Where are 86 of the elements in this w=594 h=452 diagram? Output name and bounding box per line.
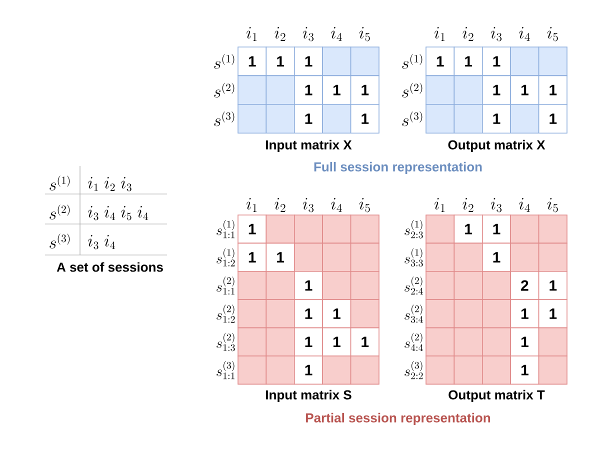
row-header: $s^{(3)}_{2:2}$ [404,361,423,380]
column-header: $i_{2}$ [274,198,286,212]
matrix-cell: 1 [350,327,380,356]
column-header: $i_{2}$ [462,27,474,41]
column-header: $i_{1}$ [246,198,257,212]
column-header: $i_{4}$ [519,198,530,212]
column-header: $i_{3}$ [302,27,314,42]
matrix-cell: 1 [482,214,511,244]
table-caption: A set of sessions [56,262,163,272]
matrix-cell: 1 [538,299,568,328]
column-header: $i_{2}$ [274,27,286,41]
row-header: $s^{(1)}_{1:2}$ [216,248,235,266]
row-header: $s^{(1)}_{1:1}$ [216,220,234,238]
column-header: $i_{5}$ [359,198,370,212]
item-sequence: $i_{1}\;i_{2}\;i_{3}$ [88,177,132,192]
row-header: $s^{(2)}_{3:4}$ [404,304,423,323]
matrix-cell: 1 [538,104,568,134]
matrix-cell: 1 [238,242,267,272]
matrix-cell: 1 [266,46,295,76]
column-header: $i_{1}$ [434,198,445,212]
matrix-caption: Input matrix $\mathbf{X}$ [266,140,352,152]
session-label: $s^{(1)}$ [50,176,70,190]
matrix-cell: 1 [482,46,511,76]
item-sequence: $i_{3}\;i_{4}\;i_{5}\;i_{4}$ [88,206,148,220]
matrix-cell: 1 [266,242,295,272]
matrix-cell: 1 [294,299,323,328]
section-title: Full session representation [314,162,482,174]
matrix-cell: 1 [538,75,568,105]
matrix-cell: 1 [350,75,380,105]
matrix-cell: 1 [238,46,267,76]
matrix-caption: Output matrix $\mathbf{T}$ [448,390,545,402]
matrix-cell: 1 [482,242,511,272]
row-header: $s^{(1)}$ [214,54,234,69]
column-header: $i_{5}$ [359,27,370,42]
session-label: $s^{(2)}$ [50,204,70,220]
matrix-cell: 2 [510,271,540,300]
column-header: $i_{1}$ [434,27,445,41]
matrix-cell: 1 [294,327,323,356]
row-header: $s^{(2)}_{1:3}$ [216,332,235,352]
matrix-cell: 1 [426,46,455,76]
matrix-cell: 1 [350,104,380,134]
column-header: $i_{2}$ [462,198,474,212]
matrix-cell: 1 [294,356,323,385]
matrix-cell: 1 [294,104,323,134]
row-header: $s^{(1)}_{3:3}$ [404,248,423,267]
column-header: $i_{4}$ [331,198,342,212]
row-header: $s^{(2)}_{4:4}$ [404,332,423,351]
matrix-cell: 1 [510,356,540,385]
section-title: Partial session representation [306,412,490,426]
column-header: $i_{3}$ [490,27,502,42]
column-header: $i_{3}$ [490,198,502,212]
item-sequence: $i_{3}\;i_{4}$ [88,235,116,250]
column-header: $i_{5}$ [547,198,558,212]
row-header: $s^{(2)}_{1:1}$ [216,276,234,295]
row-header: $s^{(3)}$ [214,112,234,126]
matrix-cell: 1 [454,214,483,244]
matrix-cell: 1 [294,75,323,105]
column-header: $i_{5}$ [547,27,558,42]
row-header: $s^{(2)}$ [402,82,422,98]
column-header: $i_{4}$ [331,27,342,41]
matrix-cell: 1 [454,46,483,76]
matrix-cell: 1 [510,327,540,356]
row-header: $s^{(1)}_{2:3}$ [404,220,423,238]
column-header: $i_{4}$ [519,27,530,41]
matrix-cell: 1 [322,299,352,328]
row-header: $s^{(2)}_{2:4}$ [404,276,423,295]
matrix-cell: 1 [322,327,352,356]
matrix-cell: 1 [482,75,511,105]
matrix-cell: 1 [482,104,511,134]
row-header: $s^{(1)}$ [402,54,422,69]
row-header: $s^{(3)}_{1:1}$ [216,361,234,380]
matrix-cell: 1 [510,299,540,328]
row-header: $s^{(3)}$ [402,112,422,126]
matrix-caption: Input matrix $\mathbf{S}$ [266,390,352,402]
matrix-cell: 1 [322,75,352,105]
matrix-cell: 1 [238,214,267,244]
row-header: $s^{(2)}$ [214,82,234,98]
matrix-cell: 1 [538,271,568,300]
column-header: $i_{3}$ [302,198,314,212]
matrix-cell: 1 [294,271,323,300]
row-header: $s^{(2)}_{1:2}$ [216,304,235,323]
matrix-cell: 1 [294,46,323,76]
session-label: $s^{(3)}$ [50,234,70,248]
matrix-cell: 1 [510,75,540,105]
matrix-caption: Output matrix $\mathbf{X}$ [448,140,546,152]
column-header: $i_{1}$ [246,27,257,41]
